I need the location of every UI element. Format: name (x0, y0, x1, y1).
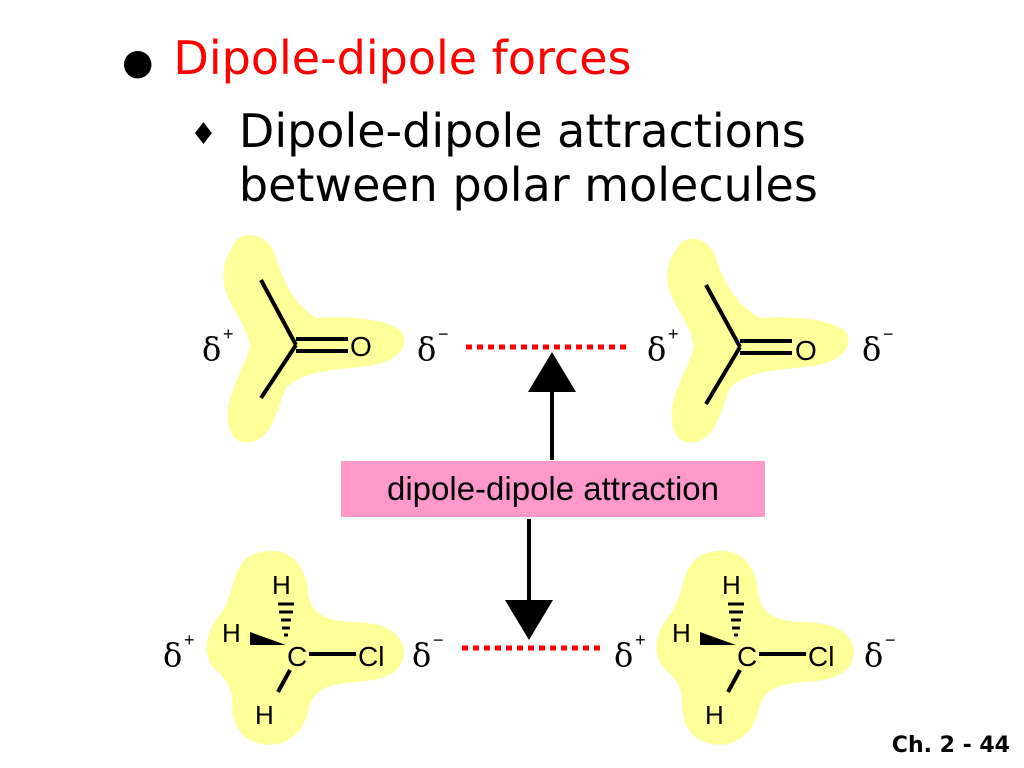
minus-sign: − (883, 324, 894, 344)
subpoint-line-2: between polar molecules (238, 158, 818, 212)
atom-c: C (287, 641, 307, 672)
delta-plus-symbol: δ (163, 636, 182, 674)
atom-c: C (737, 641, 757, 672)
molecule-top-left: O δ + δ − (202, 235, 449, 443)
bullet-dot-icon: ● (122, 42, 154, 83)
delta-minus-symbol: δ (864, 636, 883, 674)
atom-o: O (795, 335, 817, 366)
hashed-wedge (278, 602, 294, 637)
plus-sign: + (668, 324, 679, 344)
subpoint-text: Dipole-dipole attractions between polar … (239, 104, 818, 212)
atom-cl: Cl (808, 641, 834, 672)
attraction-label: dipole-dipole attraction (341, 461, 765, 517)
highlight-blob (656, 550, 854, 745)
plus-sign: + (635, 630, 646, 650)
atom-h-left: H (672, 618, 691, 648)
atom-cl: Cl (358, 641, 384, 672)
minus-sign: − (885, 630, 896, 650)
atom-h-top: H (272, 570, 291, 600)
molecule-bottom-left: H H C Cl H δ + δ − (163, 550, 444, 745)
delta-plus-symbol: δ (614, 636, 633, 674)
atom-o: O (350, 331, 372, 362)
minus-sign: − (438, 324, 449, 344)
atom-h-top: H (722, 570, 741, 600)
heading-bullet-row: ● Dipole-dipole forces (122, 35, 631, 81)
atom-h-left: H (222, 618, 241, 648)
molecule-bottom-right: H H C Cl H δ + δ − (614, 550, 896, 745)
subpoint-row: ♦ Dipole-dipole attractions between pola… (190, 104, 818, 212)
solid-wedge (700, 632, 736, 645)
delta-plus-symbol: δ (202, 330, 221, 368)
slide-number: Ch. 2 - 44 (891, 733, 1010, 758)
atom-h-bottom: H (255, 700, 274, 730)
delta-minus-symbol: δ (862, 330, 881, 368)
highlight-blob (206, 550, 404, 745)
delta-plus-symbol: δ (647, 330, 666, 368)
delta-minus-symbol: δ (417, 330, 436, 368)
plus-sign: + (223, 324, 234, 344)
hashed-wedge (728, 602, 744, 637)
plus-sign: + (184, 630, 195, 650)
delta-minus-symbol: δ (412, 636, 431, 674)
minus-sign: − (433, 630, 444, 650)
heading-text: Dipole-dipole forces (173, 31, 632, 85)
subpoint-line-1: Dipole-dipole attractions (238, 104, 806, 158)
solid-wedge (250, 632, 286, 645)
diamond-bullet-icon: ♦ (190, 117, 217, 152)
atom-h-bottom: H (705, 700, 724, 730)
molecule-top-right: O δ + δ − (647, 238, 894, 443)
